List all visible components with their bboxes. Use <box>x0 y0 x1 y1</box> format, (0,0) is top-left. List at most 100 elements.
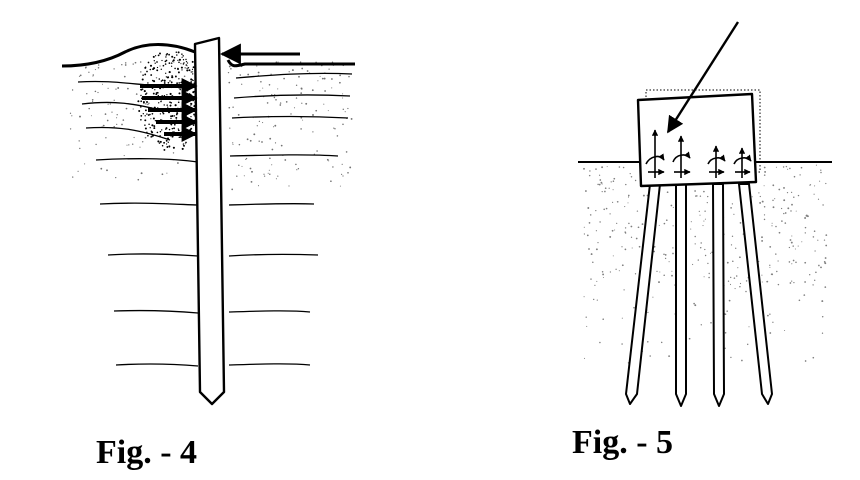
soil-dot <box>805 214 808 217</box>
soil-dot <box>700 324 702 326</box>
soil-dot <box>342 108 345 111</box>
soil-dot <box>586 234 589 237</box>
soil-dot <box>296 169 298 171</box>
soil-dot <box>658 281 660 284</box>
soil-dot <box>633 306 635 309</box>
soil-dot <box>732 260 734 262</box>
soil-dot <box>164 63 167 65</box>
soil-dot <box>664 254 667 256</box>
soil-dot <box>735 275 738 277</box>
soil-dot <box>140 114 143 117</box>
soil-dot <box>630 176 633 178</box>
pile-4 <box>738 183 773 405</box>
soil-dot <box>590 278 592 280</box>
soil-dot <box>328 160 330 162</box>
soil-dot <box>140 100 143 103</box>
soil-dot <box>144 127 147 130</box>
soil-dot <box>181 56 183 58</box>
soil-dot <box>331 87 333 89</box>
soil-dot <box>162 112 165 115</box>
soil-dot <box>186 62 189 64</box>
soil-dot <box>152 117 155 120</box>
soil-dot <box>238 164 240 167</box>
soil-dot <box>761 236 763 239</box>
soil-dot <box>695 195 698 197</box>
soil-dot <box>169 92 172 96</box>
soil-dot <box>177 129 180 132</box>
soil-dot <box>775 225 777 228</box>
soil-dot <box>260 81 262 83</box>
soil-dot <box>625 183 627 186</box>
soil-dot <box>703 220 705 222</box>
soil-dot <box>262 87 264 89</box>
soil-dot <box>135 93 138 95</box>
soil-dot <box>775 166 777 168</box>
soil-dot <box>92 74 95 76</box>
soil-dot <box>336 135 339 137</box>
soil-dot <box>158 102 160 104</box>
soil-dot <box>600 181 603 184</box>
soil-dot <box>621 264 624 267</box>
soil-dot <box>730 244 733 246</box>
soil-dot <box>606 166 608 168</box>
soil-dot <box>227 71 230 74</box>
soil-dot <box>295 163 297 166</box>
soil-dot <box>599 341 601 344</box>
soil-dot <box>187 66 190 69</box>
soil-dot <box>627 194 630 197</box>
soil-dot <box>145 103 147 105</box>
soil-stipple-fig4 <box>69 61 353 191</box>
soil-dot <box>778 231 781 234</box>
soil-dot <box>761 200 764 203</box>
soil-dot <box>791 203 793 206</box>
soil-dot <box>295 97 298 99</box>
soil-dot <box>791 280 793 282</box>
soil-dot <box>113 68 115 70</box>
soil-dot <box>797 194 800 197</box>
soil-dot <box>171 82 173 84</box>
soil-dot <box>290 113 292 115</box>
soil-dot <box>137 100 140 103</box>
soil-dot <box>190 115 192 118</box>
soil-dot <box>232 143 234 146</box>
soil-dot <box>146 113 148 115</box>
soil-dot <box>246 138 249 141</box>
soil-dot <box>708 272 710 275</box>
soil-dot <box>178 136 181 139</box>
soil-dot <box>144 115 146 117</box>
soil-dot <box>590 253 593 256</box>
soil-dot <box>179 136 182 138</box>
soil-dot <box>763 166 766 169</box>
soil-dot <box>797 245 799 247</box>
soil-dot <box>630 236 633 238</box>
soil-dot <box>168 53 170 56</box>
soil-dot <box>107 87 109 89</box>
soil-dot <box>772 199 774 202</box>
soil-dot <box>163 104 165 106</box>
soil-dot <box>147 103 149 106</box>
soil-dot <box>803 294 806 296</box>
soil-dot <box>763 185 765 187</box>
soil-dot <box>181 87 183 90</box>
soil-dot <box>150 118 152 120</box>
soil-dot <box>642 194 645 197</box>
soil-dot <box>761 274 763 276</box>
soil-dot <box>263 173 265 175</box>
soil-dot <box>123 155 125 157</box>
soil-dot <box>180 66 183 69</box>
soil-dot <box>631 247 633 249</box>
soil-dot <box>761 281 763 283</box>
soil-dot <box>156 61 158 63</box>
soil-dot <box>231 188 234 191</box>
soil-dot <box>182 92 185 95</box>
soil-dot <box>191 68 194 71</box>
soil-dot <box>157 54 160 57</box>
soil-dot <box>144 119 147 122</box>
soil-dot <box>263 175 266 177</box>
soil-dot <box>704 248 706 251</box>
soil-dot <box>741 359 743 362</box>
soil-dot <box>767 314 769 317</box>
soil-dot <box>777 260 779 262</box>
soil-dot <box>140 88 143 91</box>
soil-dot <box>637 226 640 229</box>
